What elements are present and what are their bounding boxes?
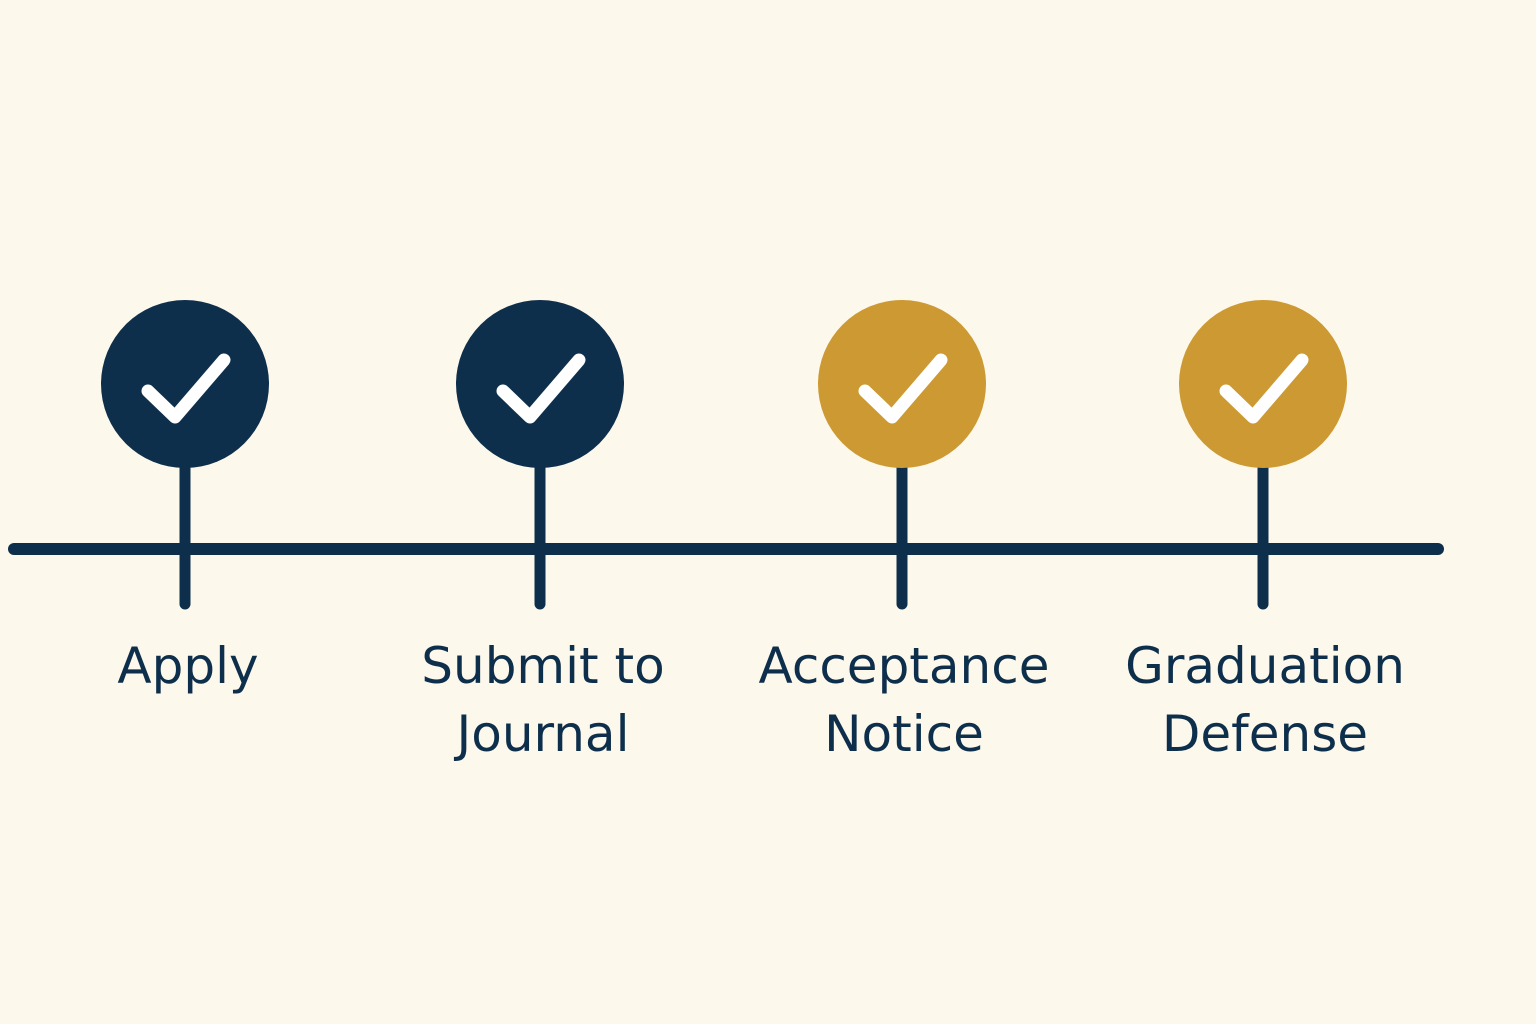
stage-label-apply: Apply [117,637,259,695]
stage-graduation-defense [1179,300,1347,610]
check-icon [1219,353,1309,424]
stage-marker [101,300,269,468]
stage-marker [456,300,624,468]
check-icon [858,353,948,424]
stage-marker [1179,300,1347,468]
check-icon [496,353,586,424]
stage-group [101,300,1347,610]
stage-label-graduation-defense: Graduation Defense [1125,637,1405,763]
stage-submit-to-journal [456,300,624,610]
stage-marker [818,300,986,468]
stage-label-submit-to-journal: Submit to Journal [421,637,665,763]
check-icon [141,353,231,424]
stage-label-acceptance-notice: Acceptance Notice [758,637,1050,763]
stage-acceptance-notice [818,300,986,610]
stage-apply [101,300,269,610]
